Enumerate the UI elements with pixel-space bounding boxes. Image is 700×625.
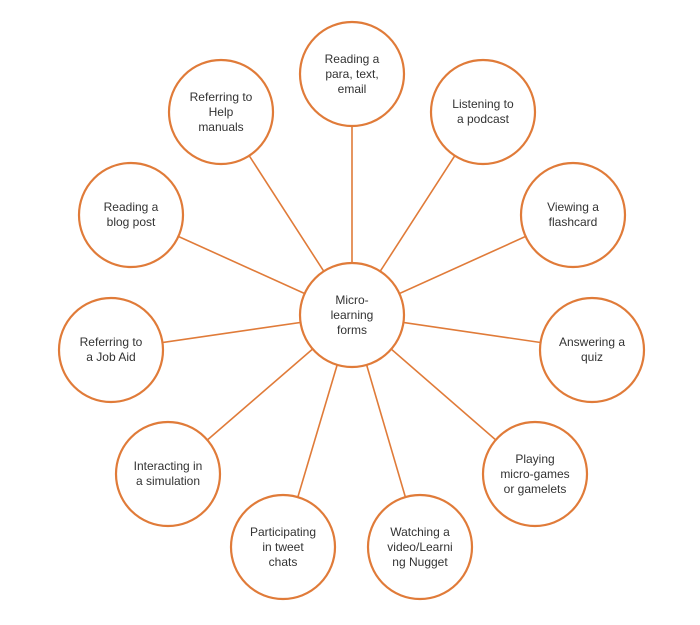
center-node-circle (298, 261, 406, 369)
node-circle (77, 161, 185, 269)
node-label: Reading a blog post (103, 200, 159, 229)
node-circle (519, 161, 627, 269)
node-label: Watching a video/Learni ng Nugget (387, 524, 453, 569)
node-circle (167, 58, 275, 166)
node-label: Participating in tweet chats (249, 524, 317, 569)
node-circle (298, 20, 406, 128)
node-circle (229, 493, 337, 601)
node-circle (429, 58, 537, 166)
center-node-label: Micro- learning forms (330, 292, 374, 337)
node-circle (57, 296, 165, 404)
node-label: Playing micro-games or gamelets (500, 451, 570, 496)
node-circle (366, 493, 474, 601)
node-label: Referring to Help manuals (189, 89, 253, 134)
node-label: Referring to a Job Aid (79, 335, 143, 364)
node-label: Viewing a flashcard (547, 200, 599, 229)
node-label: Interacting in a simulation (133, 459, 203, 488)
node-circle (481, 420, 589, 528)
node-circle (538, 296, 646, 404)
node-label: Answering a quiz (558, 335, 626, 364)
node-label: Reading a para, text, email (324, 51, 380, 96)
node-circle (114, 420, 222, 528)
node-label: Listening to a podcast (452, 97, 514, 126)
